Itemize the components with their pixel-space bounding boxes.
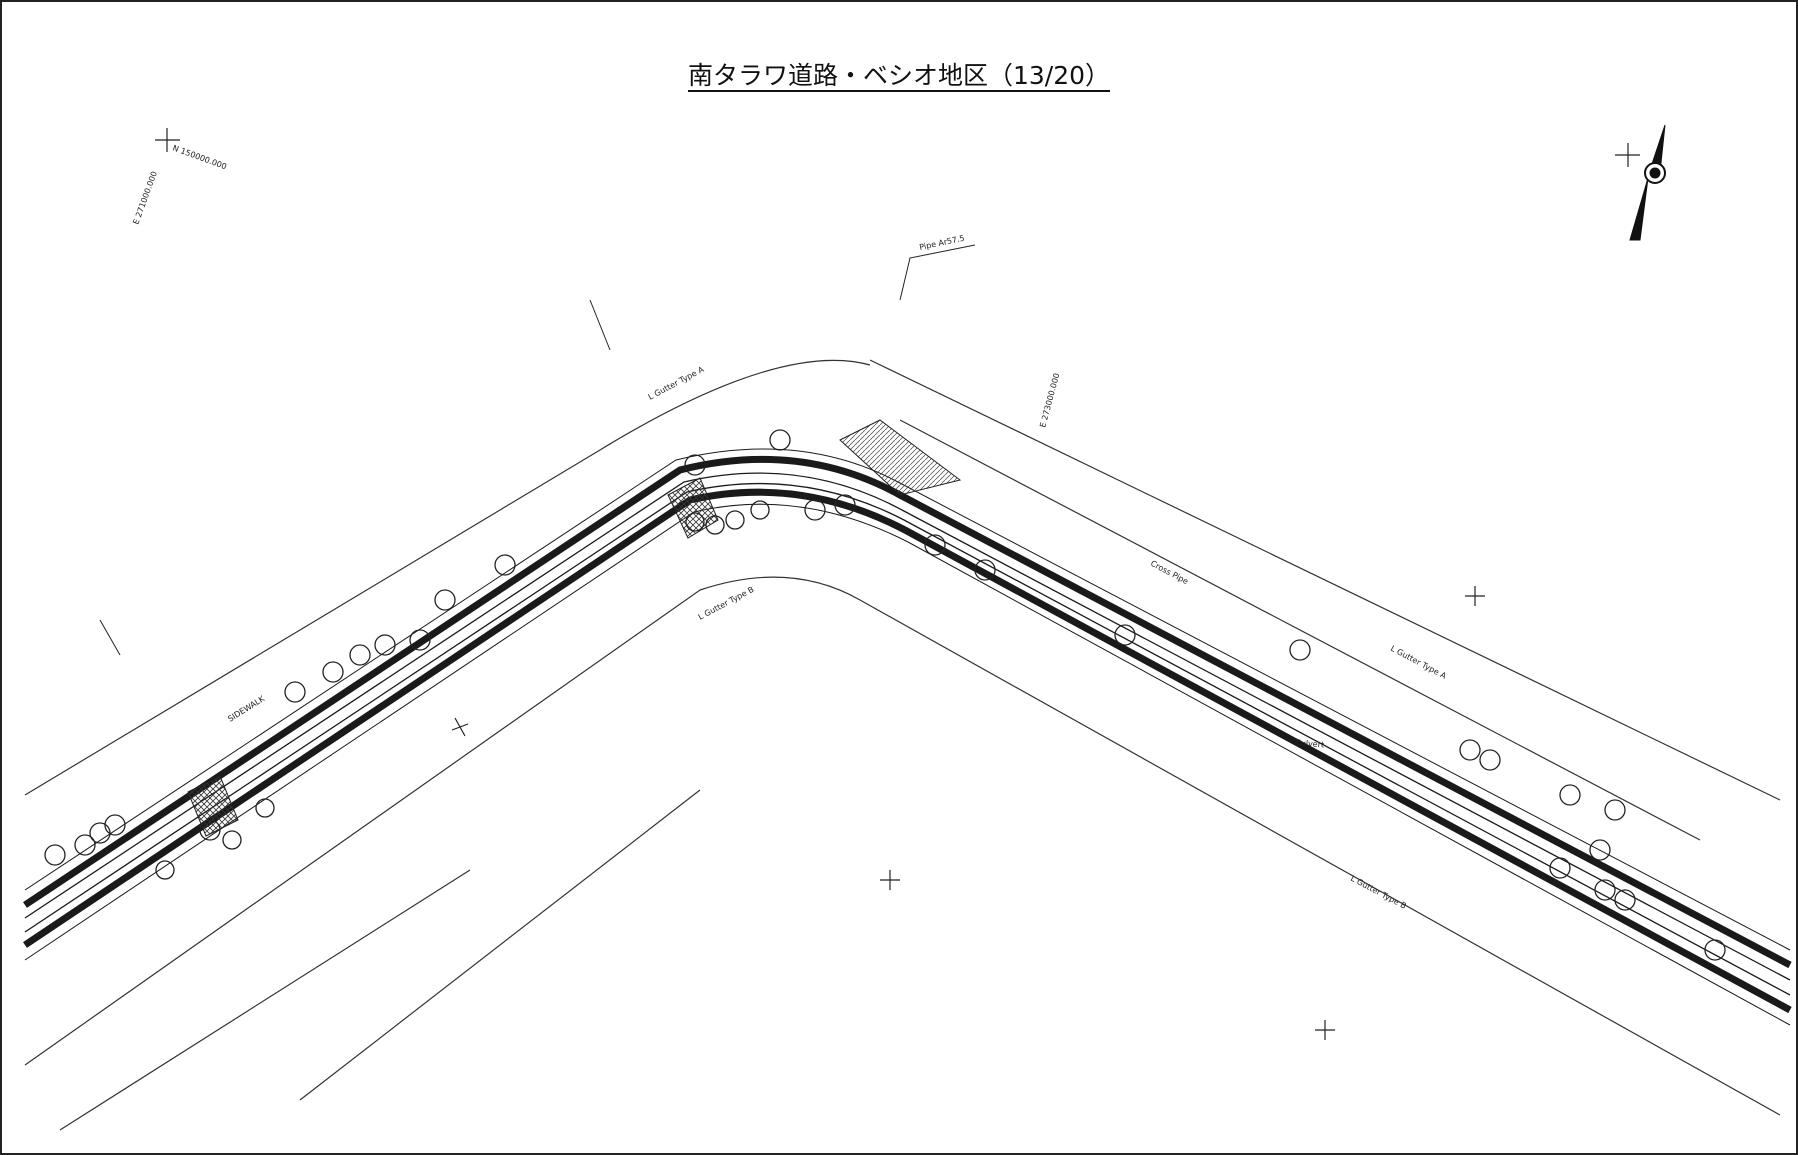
gutter-label-2: L Gutter Type A [1389, 644, 1448, 681]
road-carriageway [23, 448, 1792, 1026]
cross-pipe-label: Cross Pipe [1149, 559, 1190, 586]
gutter-label-1: L Gutter Type A [647, 365, 706, 402]
sidewalk-label: SIDEWALK [226, 694, 266, 724]
grid-crosses [155, 128, 1640, 1040]
crossing-hatch [187, 419, 962, 837]
callout-top-label: Pipe Ar57.5 [919, 234, 966, 252]
culvert-label: Culvert [1295, 738, 1325, 749]
grid-e-label: E 271000.000 [131, 170, 159, 226]
sheet-title-text: 南タラワ道路・ベシオ地区（13/20） [687, 61, 1111, 90]
north-arrow-icon [1629, 124, 1666, 241]
tree-symbols [44, 429, 1726, 961]
sheet-title: 南タラワ道路・ベシオ地区（13/20） [0, 56, 1798, 92]
grid-n-label: N 150000.000 [171, 143, 228, 171]
gutter-label-3: L Gutter Type B [697, 585, 756, 622]
callout-leaders [99, 244, 976, 656]
offset-lines [24, 359, 1781, 1131]
gutter-label-4: L Gutter Type B [1349, 874, 1408, 911]
grid-e2-label: E 273000.000 [1038, 372, 1061, 428]
